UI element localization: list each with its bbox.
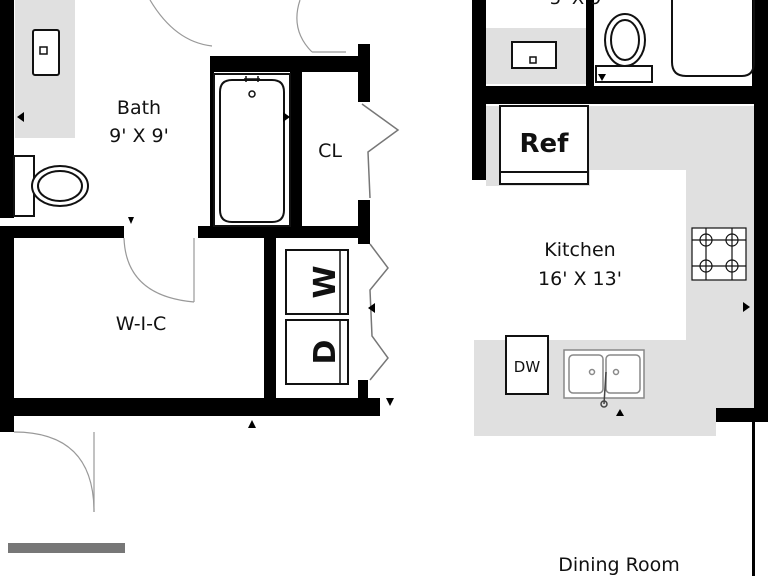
laundry-bifold-door — [369, 243, 389, 381]
wall-tub-left — [210, 56, 214, 226]
dishwasher-label: DW — [514, 358, 541, 376]
bathtub — [213, 73, 291, 227]
marker-bath-floor — [128, 217, 134, 224]
top-bath-dims: 5' X 9' — [550, 0, 607, 9]
door-swing-wic — [123, 237, 195, 303]
marker-sink — [616, 409, 624, 416]
bath-dims: 9' X 9' — [109, 125, 169, 147]
scale-bar — [8, 543, 125, 553]
closet-label: CL — [318, 140, 342, 162]
marker-kitchen-right — [743, 302, 750, 312]
door-swing-entry — [13, 431, 95, 513]
marker-wic-right — [368, 303, 375, 313]
wall-tub-closet — [290, 56, 302, 236]
wall-wic-bottom — [0, 398, 380, 416]
wic-label: W-I-C — [116, 313, 167, 335]
top-bath-tub — [671, 0, 755, 77]
bath-label: Bath — [117, 97, 161, 119]
laundry — [285, 243, 389, 385]
top-bath-toilet-tank — [595, 65, 653, 83]
kitchen-sink — [563, 349, 645, 408]
kitchen-dims: 16' X 13' — [538, 268, 622, 290]
washer — [285, 249, 349, 315]
marker-bath-vanity — [17, 112, 24, 122]
markers — [17, 12, 750, 428]
wall-closet-right — [358, 44, 370, 102]
wall-kitchen-corner — [716, 408, 768, 422]
wall-topbath-bottom — [472, 86, 768, 104]
wall-kitchen-right — [754, 104, 768, 422]
wall-left-lower — [0, 226, 14, 432]
wall-bath-top — [212, 56, 362, 72]
wall-topbath-divider — [586, 0, 594, 86]
stove — [691, 227, 747, 281]
door-swings-left — [13, 0, 346, 513]
closet-bifold-door — [361, 103, 400, 199]
bath-toilet-bowl — [31, 165, 89, 207]
door-swing-bath-top — [149, 0, 213, 47]
wall-bath-bottom-right — [198, 226, 370, 238]
top-bath-sink — [511, 41, 557, 69]
wall-left — [0, 0, 14, 218]
marker-wic-bottom — [248, 420, 256, 428]
door-swing-bath-top-2 — [296, 0, 313, 53]
wall-bath-bottom-left — [14, 226, 124, 238]
marker-tub — [283, 112, 290, 122]
wall-dining-right — [752, 422, 755, 576]
wall-laundry-right — [358, 380, 368, 398]
bath-fixtures — [13, 29, 291, 227]
kitchen-appliances — [499, 105, 747, 408]
wall-topbath-right — [752, 0, 768, 104]
dryer — [285, 319, 349, 385]
dryer-label: D — [308, 340, 343, 365]
refrigerator-label: Ref — [520, 129, 570, 159]
marker-toilet — [598, 74, 606, 81]
top-bath-fixtures — [511, 0, 755, 83]
marker-topbath — [478, 12, 485, 22]
wall-wic-right — [264, 236, 276, 398]
kitchen-label: Kitchen — [544, 239, 615, 261]
labels: 5' X 9' Bath 9' X 9' CL W-I-C Kitchen 16… — [109, 0, 680, 576]
marker-laundry — [386, 398, 394, 406]
dishwasher — [505, 335, 549, 395]
washer-label: W — [308, 265, 343, 298]
dining-label: Dining Room — [558, 554, 679, 576]
